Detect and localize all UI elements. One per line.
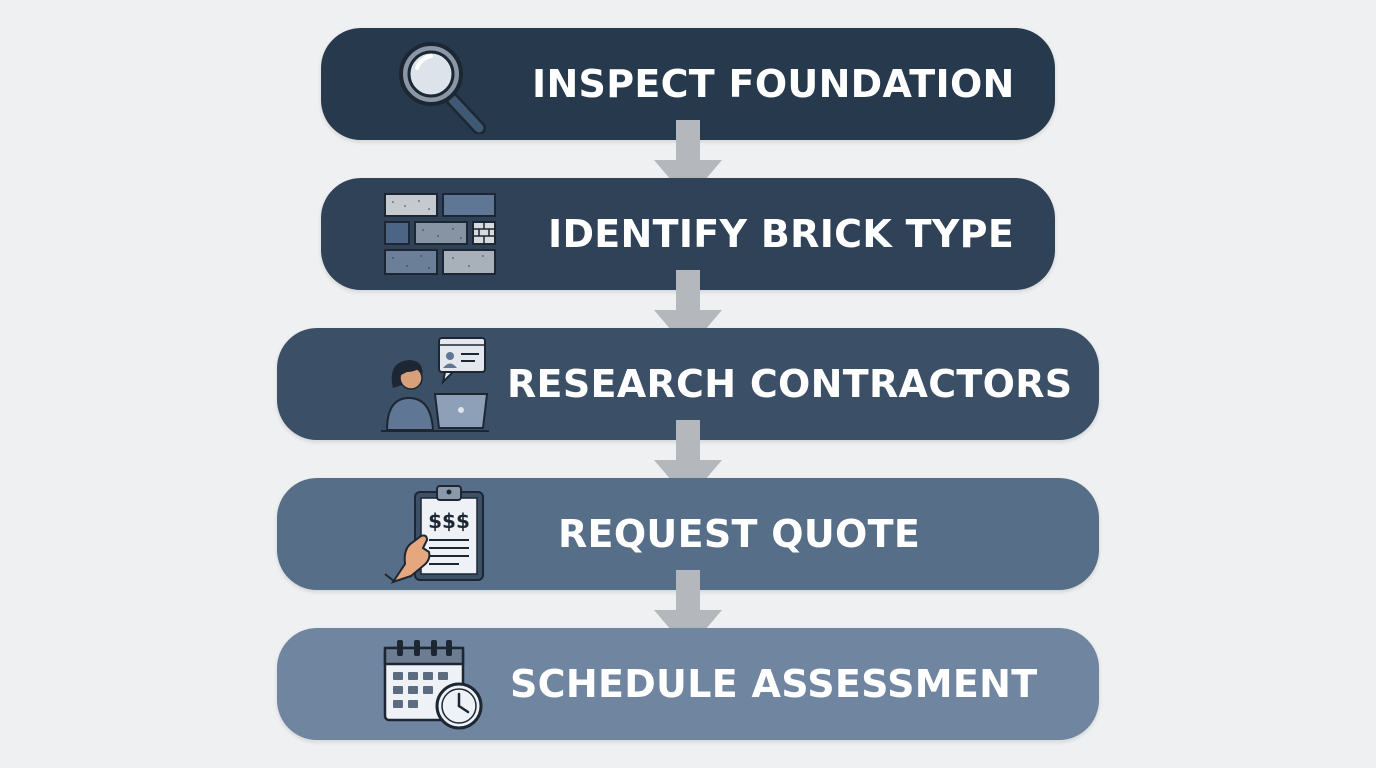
step-label: REQUEST QUOTE [558, 512, 921, 556]
brick-samples-icon [383, 192, 497, 278]
magnifier-icon [393, 38, 489, 134]
clipboard-quote-icon: $$$ [383, 484, 487, 584]
step-label: IDENTIFY BRICK TYPE [548, 212, 1015, 256]
quote-sheet-text: $$$ [428, 509, 470, 533]
step-schedule-assessment: SCHEDULE ASSESSMENT [277, 628, 1099, 740]
step-label: SCHEDULE ASSESSMENT [510, 662, 1038, 706]
step-inspect-foundation: INSPECT FOUNDATION [321, 28, 1055, 140]
step-label: RESEARCH CONTRACTORS [507, 362, 1073, 406]
calendar-clock-icon [383, 638, 485, 732]
step-label: INSPECT FOUNDATION [532, 62, 1015, 106]
person-laptop-icon [379, 336, 491, 434]
